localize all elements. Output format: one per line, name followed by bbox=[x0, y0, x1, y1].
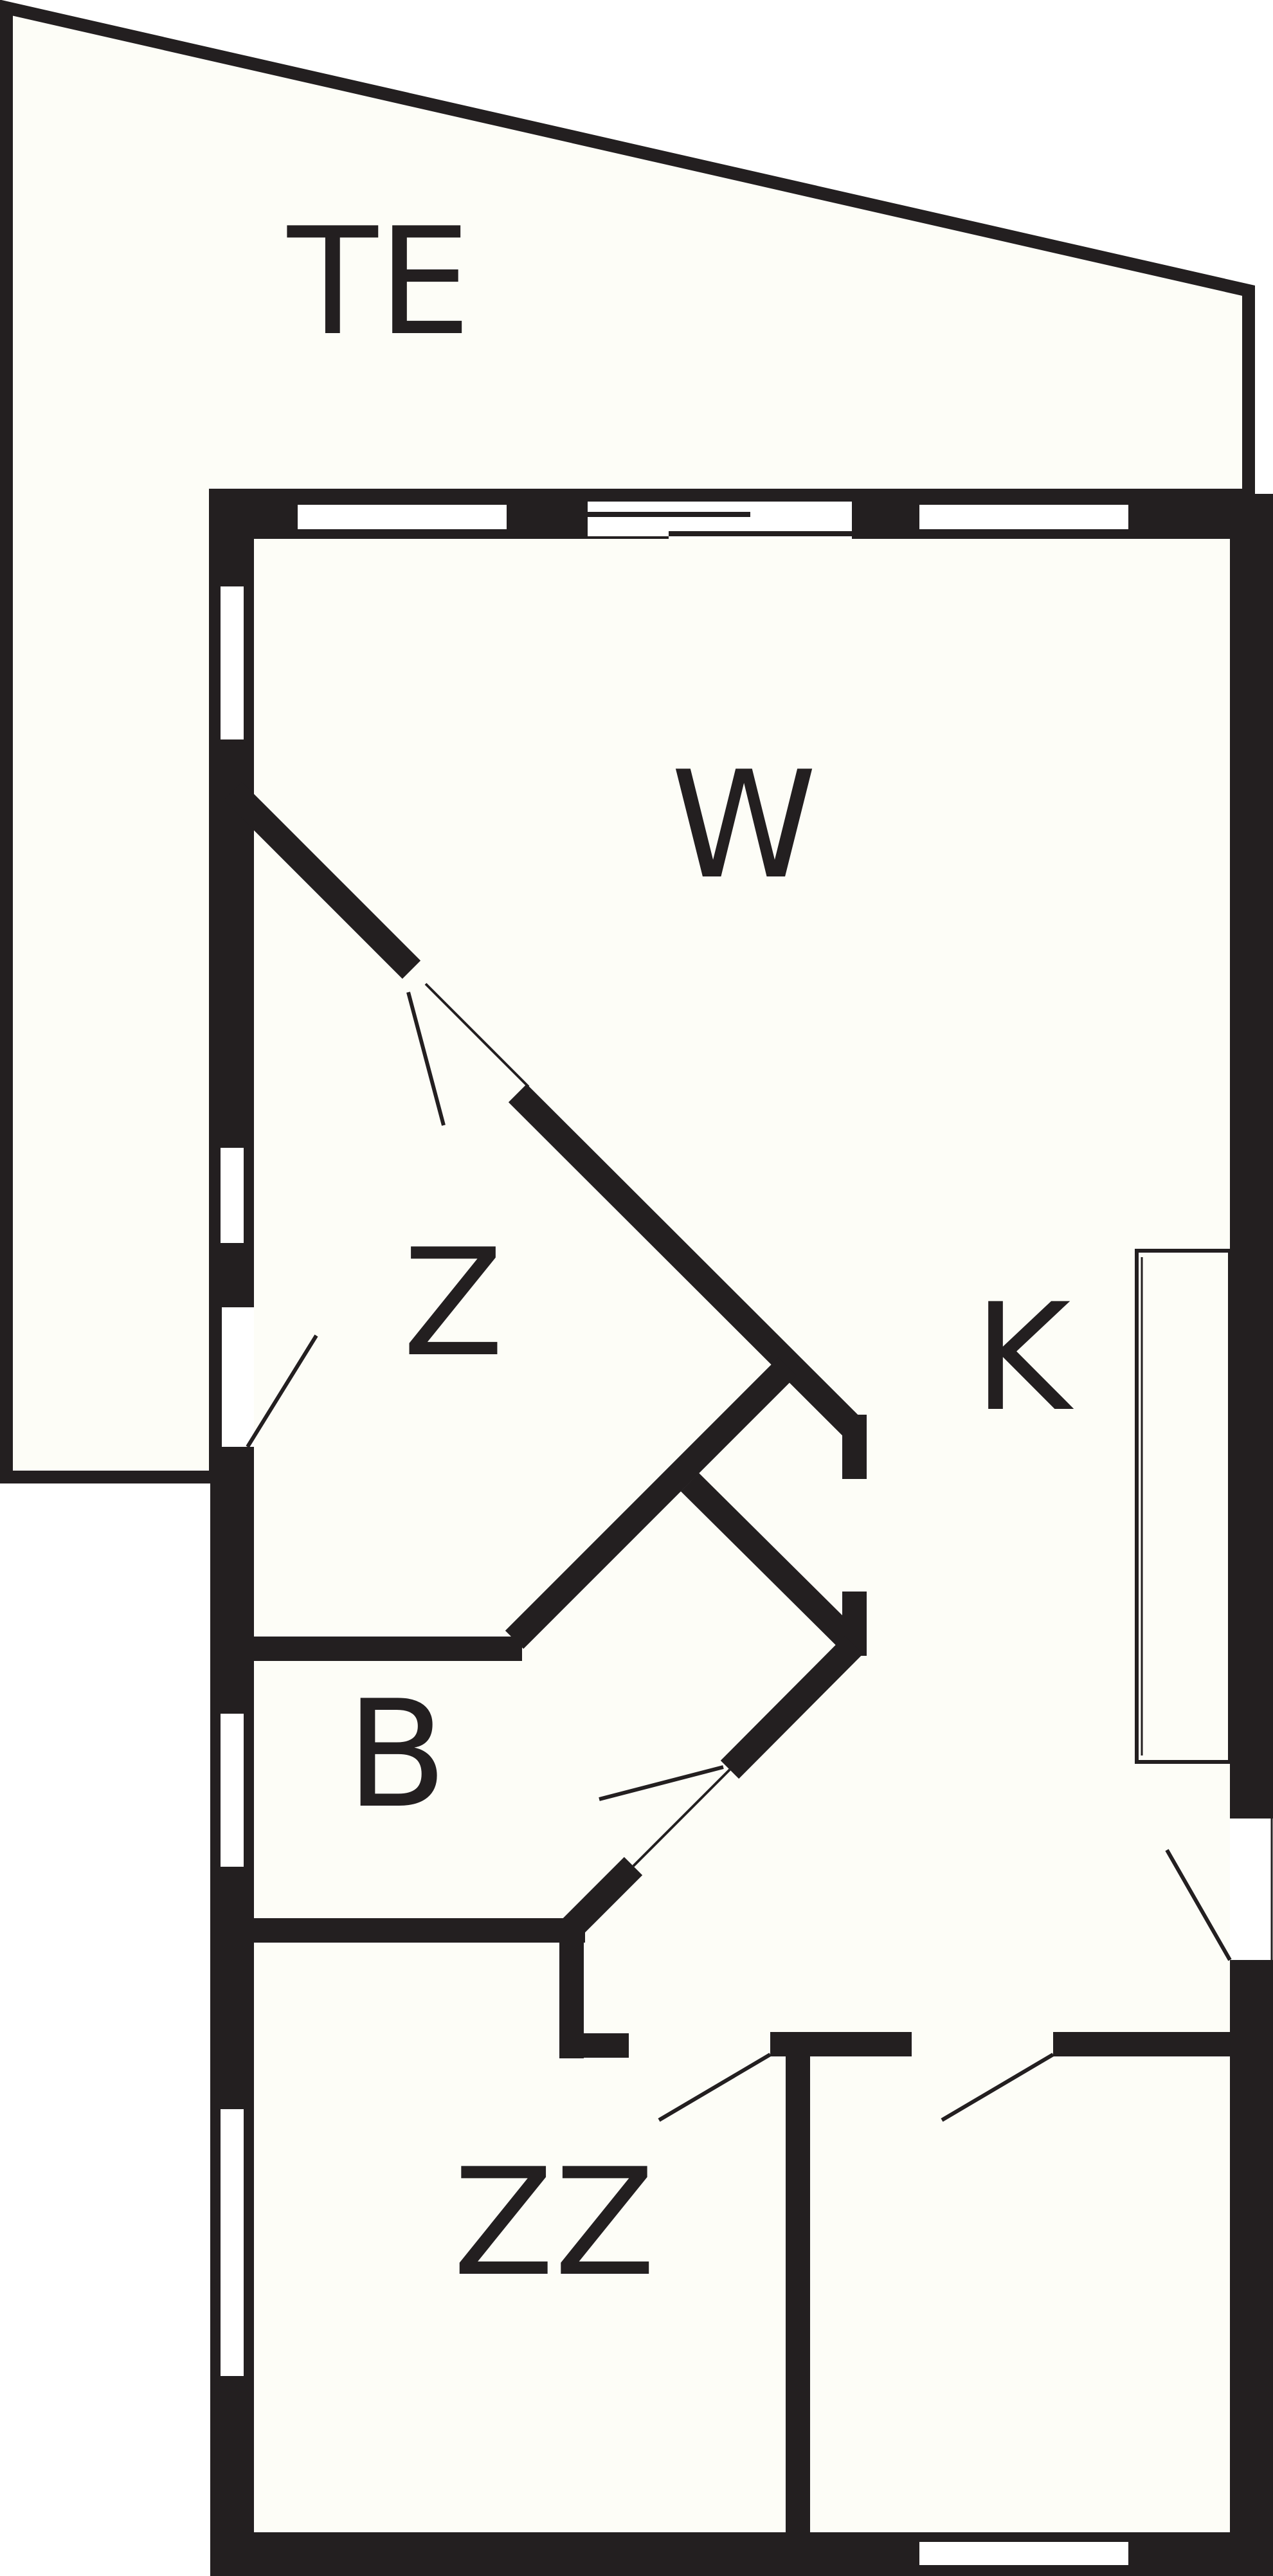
room-label-w: W bbox=[671, 740, 817, 912]
door-entrance-leaf bbox=[246, 1334, 318, 1448]
room-label-zz: ZZ bbox=[453, 2137, 655, 2309]
kitchen-counter bbox=[1135, 1249, 1232, 1764]
room-label-b: B bbox=[346, 1669, 447, 1841]
window-left-1 bbox=[221, 586, 244, 739]
door-bottom-right-leaf bbox=[941, 2053, 1054, 2122]
windows bbox=[221, 505, 1128, 2565]
balcony-sliding-door bbox=[588, 512, 852, 539]
door-zz-leaf bbox=[658, 2053, 772, 2122]
window-left-2 bbox=[221, 1148, 244, 1243]
window-top-left bbox=[298, 505, 507, 529]
doors bbox=[210, 983, 1273, 2122]
door-b-leaf bbox=[599, 1765, 724, 1801]
window-left-3 bbox=[221, 1714, 244, 1867]
door-w-z-leaf bbox=[406, 992, 446, 1126]
room-label-te: TE bbox=[287, 197, 471, 368]
window-bottom bbox=[919, 2542, 1128, 2565]
interior-walls bbox=[223, 781, 1233, 2534]
room-label-k: K bbox=[974, 1273, 1074, 1444]
room-label-z: Z bbox=[402, 1218, 504, 1390]
door-side-leaf bbox=[1165, 1849, 1232, 1961]
window-left-4 bbox=[221, 2109, 244, 2376]
window-top-right bbox=[919, 505, 1128, 529]
